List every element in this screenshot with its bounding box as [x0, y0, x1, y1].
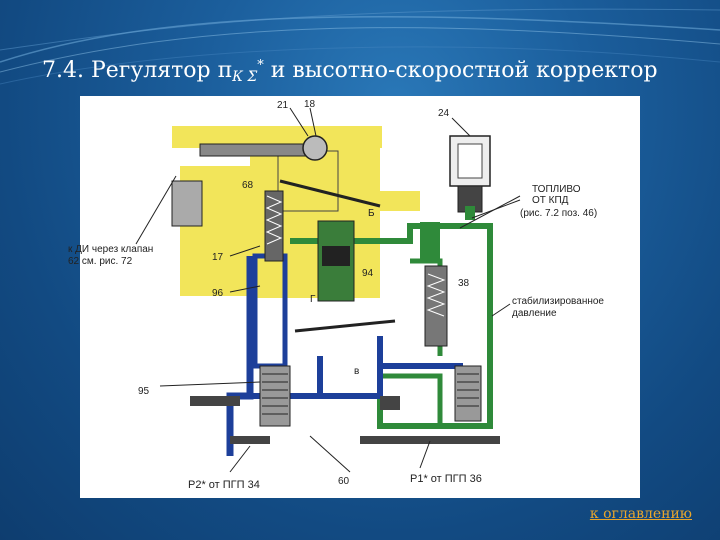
spool-38 [424, 265, 448, 347]
label-v: в [354, 366, 360, 377]
leader-p1 [419, 440, 431, 469]
label-17: 17 [212, 252, 224, 263]
label-p1: Р1* от ПГП 36 [410, 473, 482, 485]
label-kdi-line1: к ДИ через клапан [68, 244, 154, 255]
yellow-right-stub [380, 191, 420, 211]
title-subscript: К Σ [232, 69, 258, 85]
label-p2: Р2* от ПГП 34 [188, 479, 260, 491]
label-fuel-line2: ОТ КПД [532, 195, 569, 206]
leader-kdi [135, 175, 177, 245]
leader-18 [309, 107, 317, 137]
bellows-right [454, 365, 482, 422]
lever-arm-low [294, 319, 396, 333]
label-18: 18 [304, 99, 316, 110]
label-24: 24 [438, 108, 450, 119]
leader-fuel-b [471, 199, 521, 219]
label-g: Г [310, 294, 316, 305]
slide-title: 7.4. Регулятор πК Σ* и высотно-скоростно… [42, 58, 658, 85]
green-valve-block [420, 222, 440, 262]
label-b: Б [368, 208, 375, 219]
bottom-port-left [190, 396, 240, 406]
label-94: 94 [362, 268, 374, 279]
label-38: 38 [458, 278, 470, 289]
leader-24 [451, 117, 471, 137]
title-superscript: * [257, 58, 264, 73]
diagram-drawing [135, 107, 521, 473]
lever-pivot-18 [302, 135, 328, 161]
label-21: 21 [277, 100, 289, 111]
label-60: 60 [338, 476, 350, 487]
label-stab-line2: давление [512, 308, 557, 319]
label-fuel-line1: ТОПЛИВО [532, 184, 581, 195]
leader-60 [309, 435, 351, 473]
title-main: 7.4. Регулятор π [42, 58, 233, 83]
label-kdi-line2: 62 см. рис. 72 [68, 256, 133, 267]
regulator-diagram: 21 18 24 ТОПЛИВО ОТ КПД (рис. 7.2 поз. 4… [68, 96, 640, 498]
bottom-port-p2 [230, 436, 270, 444]
chamber-b [277, 150, 339, 212]
leader-95 [159, 381, 261, 387]
background-swirl [0, 8, 720, 85]
label-96: 96 [212, 288, 224, 299]
bellows-95 [259, 365, 291, 427]
spring-stack-68 [264, 190, 284, 262]
leader-21 [289, 107, 309, 137]
left-spring-cap [171, 180, 203, 227]
table-of-contents-link[interactable]: к оглавлению [589, 506, 692, 522]
yellow-top-channel [172, 126, 382, 148]
bottom-port-right [360, 436, 500, 444]
label-68: 68 [242, 180, 254, 191]
leader-stab [491, 303, 511, 317]
leader-96 [229, 285, 261, 293]
label-95: 95 [138, 386, 150, 397]
leader-fuel-a [459, 195, 521, 229]
label-stab-line1: стабилизированное [512, 296, 604, 307]
label-fuel-line3: (рис. 7.2 поз. 46) [520, 208, 598, 219]
lever-arm-top [279, 179, 381, 208]
leader-17 [229, 245, 261, 257]
leader-p2 [229, 445, 251, 473]
top-shaft [199, 143, 321, 157]
title-rest: и высотно-скоростной корректор [270, 58, 658, 83]
